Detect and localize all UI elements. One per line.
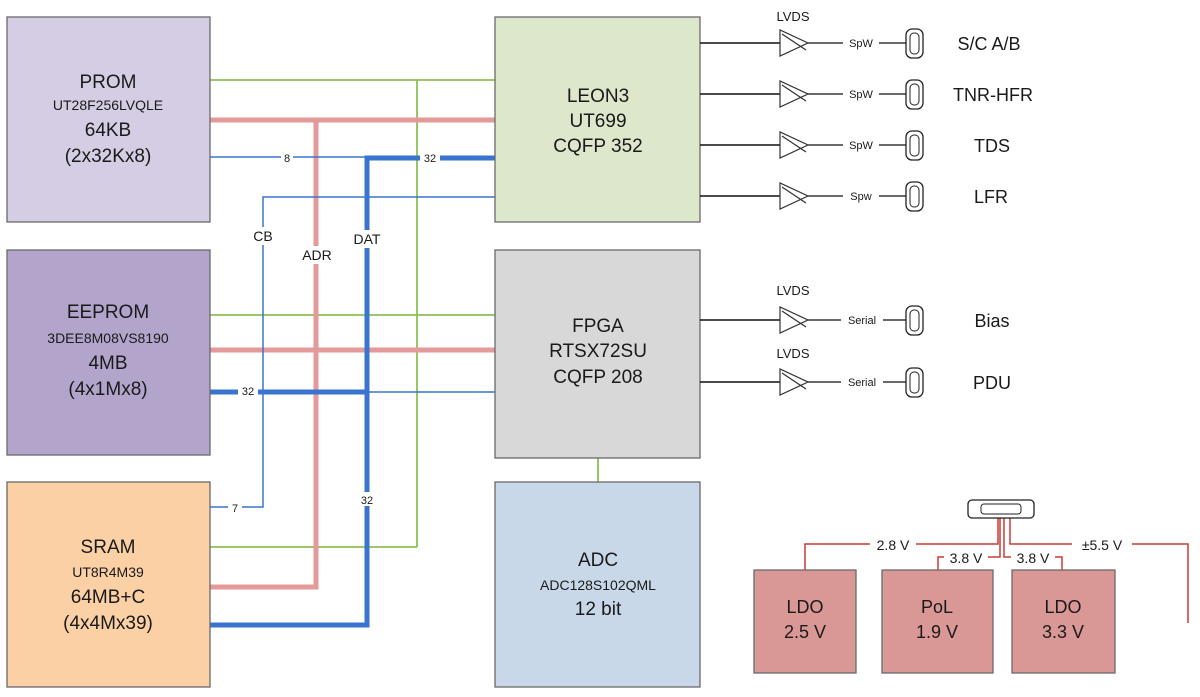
lvds-driver-icon <box>779 29 810 57</box>
adr-bus-label: ADR <box>302 247 332 263</box>
link-protocol: SpW <box>849 89 873 101</box>
power-section: 2.8 V 3.8 V 3.8 V ±5.5 V LDO 2.5 V PoL 1… <box>753 499 1189 674</box>
rail-label: 3.8 V <box>1017 550 1050 566</box>
regulator-block: PoL 1.9 V <box>881 569 994 674</box>
sram-block: SRAM UT8R4M39 64MB+C (4x4Mx39) <box>6 481 211 688</box>
dat-bus-label: DAT <box>354 231 381 247</box>
lvds-driver-icon <box>779 80 810 108</box>
link-protocol: SpW <box>849 38 873 50</box>
lvds-driver-icon <box>779 306 810 334</box>
link-lvds-label: LVDS <box>777 346 810 361</box>
regulator-voltage: 3.3 V <box>1042 622 1084 642</box>
prom-block: PROM UT28F256LVQLE 64KB (2x32Kx8) <box>6 16 211 223</box>
adc-res: 12 bit <box>575 599 622 620</box>
eeprom-part: 3DEE8M08VS8190 <box>47 330 169 346</box>
link-protocol: Serial <box>848 377 876 389</box>
connector-icon <box>905 130 924 161</box>
connector-icon <box>905 181 924 212</box>
eeprom-name: EEPROM <box>67 302 149 323</box>
eeprom-size: 4MB <box>88 353 127 374</box>
regulator-type: PoL <box>921 597 953 617</box>
lvds-driver-icon <box>779 182 810 210</box>
link-port-label: S/C A/B <box>957 34 1020 54</box>
leon-block: LEON3 UT699 CQFP 352 <box>494 16 701 223</box>
link-row: LVDS SpW S/C A/B <box>700 9 1021 59</box>
lvds-driver-icon <box>779 131 810 159</box>
prom-org: (2x32Kx8) <box>65 146 152 167</box>
regulator-block: LDO 2.5 V <box>753 569 857 674</box>
rail-label: ±5.5 V <box>1082 537 1123 553</box>
link-row: LVDS Serial PDU <box>700 346 1011 398</box>
link-row: LVDS Serial Bias <box>700 283 1010 336</box>
link-row: SpW TDS <box>700 130 1010 161</box>
rail-label: 2.8 V <box>877 537 910 553</box>
connector-icon <box>905 79 924 110</box>
regulator-block: LDO 3.3 V <box>1011 569 1116 674</box>
fpga-pkg: CQFP 208 <box>553 367 642 388</box>
adc-block: ADC ADC128S102QML 12 bit <box>494 481 701 688</box>
regulator-voltage: 1.9 V <box>916 622 958 642</box>
link-port-label: TDS <box>974 136 1010 156</box>
cb-bus-label: CB <box>253 228 272 244</box>
eeprom-org: (4x1Mx8) <box>68 379 147 400</box>
lvds-driver-icon <box>779 368 810 396</box>
regulator-type: LDO <box>1044 597 1081 617</box>
fpga-block: FPGA RTSX72SU CQFP 208 <box>494 249 701 459</box>
checkbit-bus <box>210 156 495 508</box>
power-wires <box>804 518 1189 623</box>
address-bus <box>210 117 495 590</box>
link-lvds-label: LVDS <box>777 283 810 298</box>
leon-bus-width-label: 32 <box>424 153 436 165</box>
sram-size: 64MB+C <box>71 587 145 608</box>
connector-icon <box>905 367 924 398</box>
regulator-type: LDO <box>786 597 823 617</box>
eeprom-bus-width-label: 32 <box>242 386 254 398</box>
sram-name: SRAM <box>81 537 136 558</box>
link-protocol: Spw <box>850 191 871 203</box>
prom-bus-width-label: 8 <box>284 153 290 165</box>
eeprom-block: EEPROM 3DEE8M08VS8190 4MB (4x1Mx8) <box>6 249 211 456</box>
link-port-label: PDU <box>973 373 1011 393</box>
control-bus <box>210 79 495 548</box>
link-lvds-label: LVDS <box>777 9 810 24</box>
regulator-voltage: 2.5 V <box>784 622 826 642</box>
rail-label: 3.8 V <box>950 550 983 566</box>
link-row: SpW TNR-HFR <box>700 79 1033 110</box>
link-protocol: SpW <box>849 140 873 152</box>
power-connector-icon <box>967 499 1035 519</box>
connector-icon <box>905 305 924 336</box>
link-port-label: TNR-HFR <box>953 85 1033 105</box>
fpga-part: RTSX72SU <box>549 341 647 362</box>
link-port-label: Bias <box>974 311 1009 331</box>
sram-cb-width-label: 7 <box>232 503 238 515</box>
fpga-name: FPGA <box>572 316 624 337</box>
adc-name: ADC <box>578 550 618 571</box>
leon-name: LEON3 <box>567 86 629 107</box>
sram-dat-width-label: 32 <box>361 495 373 507</box>
sram-org: (4x4Mx39) <box>63 613 153 634</box>
sram-part: UT8R4M39 <box>72 564 144 580</box>
prom-size: 64KB <box>85 120 131 141</box>
prom-name: PROM <box>80 72 137 93</box>
connector-icon <box>905 28 924 59</box>
link-port-label: LFR <box>974 187 1008 207</box>
link-row: Spw LFR <box>700 181 1008 212</box>
leon-part: UT699 <box>569 111 626 132</box>
prom-part: UT28F256LVQLE <box>53 97 163 113</box>
adc-part: ADC128S102QML <box>540 577 656 593</box>
link-protocol: Serial <box>848 315 876 327</box>
bus-labels: 8 32 CB ADR DAT 32 32 7 <box>228 150 440 515</box>
leon-pkg: CQFP 352 <box>553 136 642 157</box>
